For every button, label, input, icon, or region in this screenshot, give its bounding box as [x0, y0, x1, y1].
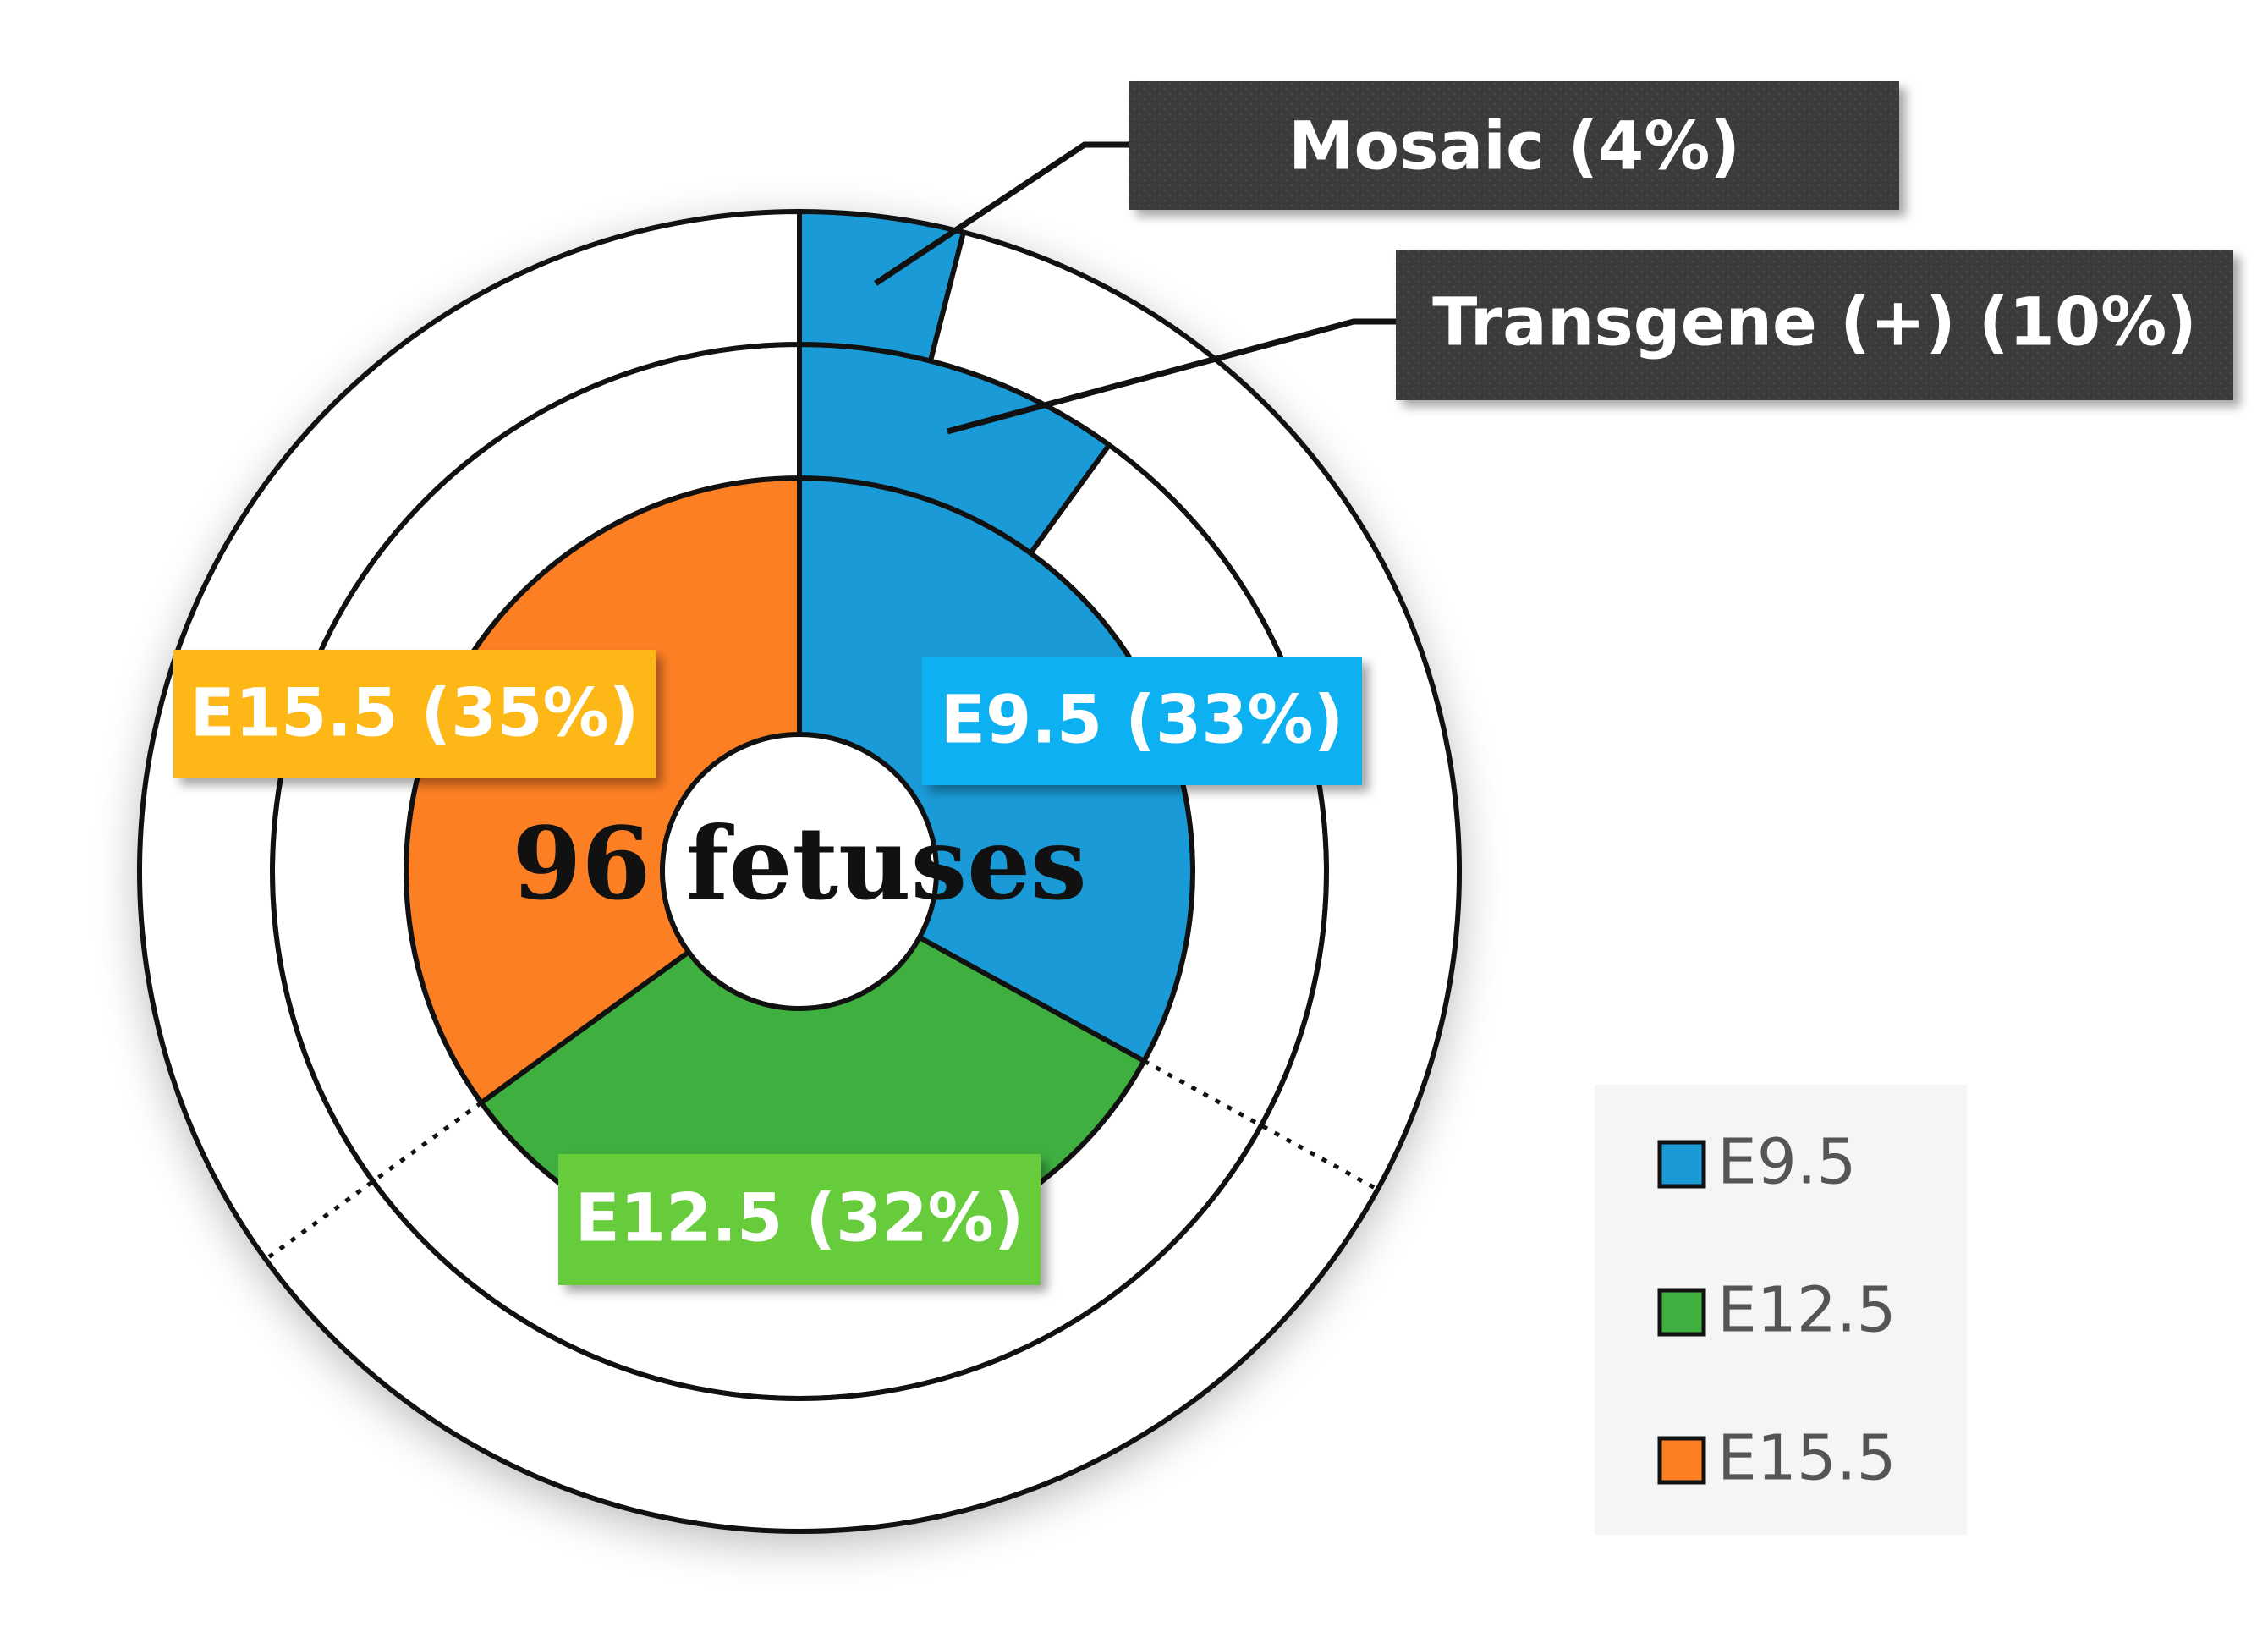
e15-5-label: E15.5 (35%): [173, 650, 656, 778]
e9-5-label-text: E9.5 (33%): [941, 682, 1344, 758]
e15-5-label-text: E15.5 (35%): [190, 675, 640, 751]
mosaic-callout-box: [1129, 81, 1899, 210]
transgene-callout-box: [1396, 250, 2233, 400]
legend-label-e15-5: E15.5: [1717, 1422, 1897, 1495]
legend-label-e12-5: E12.5: [1717, 1274, 1897, 1347]
transgene-callout-label: Transgene (+) (10%): [1432, 284, 2197, 360]
transgene-leader-line: [947, 318, 1396, 435]
mosaic-callout: Mosaic (4%): [1129, 81, 1899, 210]
legend-swatch-e12-5: [1657, 1288, 1706, 1337]
outer-ring-segment-other: [137, 208, 1462, 1534]
e12-5-label-text: E12.5 (32%): [575, 1180, 1024, 1256]
e15-5-label-box: [173, 650, 656, 778]
legend-label-e9-5: E9.5: [1717, 1126, 1856, 1199]
mosaic-leader-line: [874, 141, 1129, 286]
e9-5-label: E9.5 (33%): [922, 657, 1362, 785]
legend-swatch-e9-5: [1657, 1140, 1706, 1189]
legend-swatch-e15-5: [1657, 1436, 1706, 1485]
e9-5-label-box: [922, 657, 1362, 785]
callout-leaders: [874, 141, 1396, 435]
transgene-callout: Transgene (+) (10%): [1396, 250, 2233, 400]
legend-background: [1595, 1085, 1967, 1535]
e12-5-label-box: [558, 1154, 1041, 1285]
dotted-divider-2: [264, 1101, 483, 1261]
center-label: 96 fetuses: [512, 805, 1086, 922]
dotted-divider-1: [1143, 1058, 1379, 1191]
mosaic-callout-label: Mosaic (4%): [1288, 108, 1740, 184]
e12-5-label: E12.5 (32%): [558, 1154, 1041, 1285]
